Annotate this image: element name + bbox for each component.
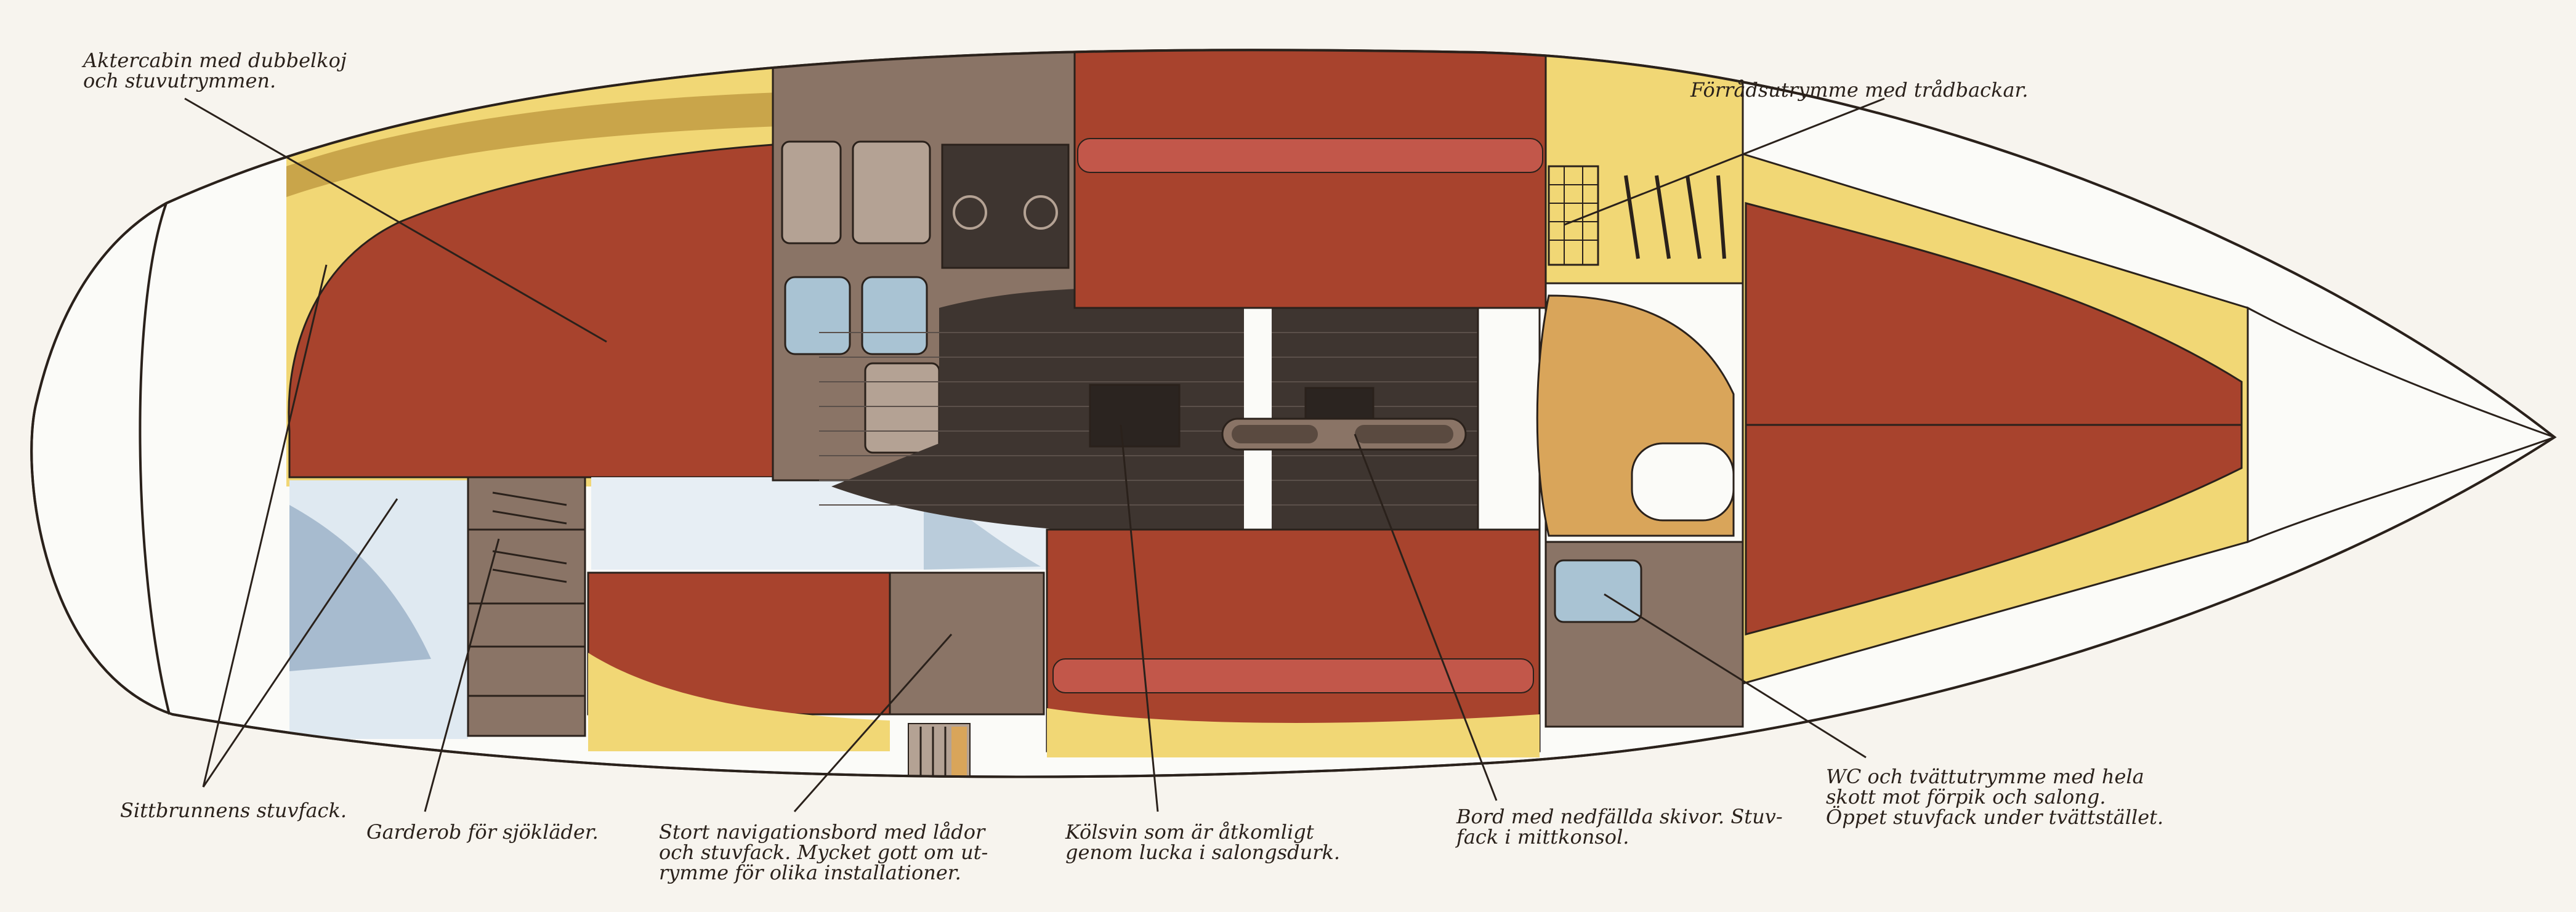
- stern-transom: [139, 203, 171, 715]
- label-aft-cabin: Aktercabin med dubbelkoj och stuvutrymme…: [83, 49, 347, 92]
- sink: [861, 276, 928, 355]
- leader-line: [1120, 424, 1159, 812]
- galley-cabinet: [852, 140, 931, 244]
- label-cockpit-lockers: Sittbrunnens stuvfack.: [120, 799, 347, 822]
- table-leaf: [1232, 425, 1318, 443]
- label-nav-table: Stort navigationsbord med lådor och stuv…: [659, 820, 988, 884]
- wire-basket: [1548, 165, 1599, 266]
- wardrobe: [467, 476, 586, 737]
- cockpit-locker-shade: [289, 505, 431, 671]
- galley-cabinet: [781, 140, 842, 244]
- label-storage: Förrådsutrymme med trådbackar.: [1690, 78, 2029, 102]
- label-table: Bord med nedfällda skivor. Stuv- fack i …: [1456, 805, 1783, 849]
- quarter-berth-yellow: [588, 653, 890, 751]
- saloon-floor: [831, 287, 1540, 538]
- stove-burner: [953, 195, 987, 230]
- leader-line: [1604, 593, 1867, 759]
- leader-line: [424, 538, 500, 812]
- galley-stove: [941, 143, 1070, 269]
- aft-cabin-side-trim: [286, 92, 779, 197]
- label-keel: Kölsvin som är åtkomligt genom lucka i s…: [1065, 820, 1341, 864]
- floor-hatch: [1089, 384, 1181, 448]
- leader-line: [1564, 97, 1885, 226]
- leader-line: [202, 498, 398, 788]
- galley-worktop: [864, 362, 940, 454]
- hull-outline-stroke: [30, 49, 2557, 778]
- nav-seat-cushion: [951, 727, 967, 776]
- stove-burner: [1024, 195, 1058, 230]
- toilet: [1631, 442, 1735, 522]
- saloon-settee-yellow: [1047, 708, 1540, 757]
- forepeak-berth-lower: [1745, 424, 2243, 636]
- bulkhead-white: [1477, 307, 1541, 534]
- leader-line: [1354, 434, 1498, 801]
- saloon-settee-back: [1077, 138, 1543, 173]
- saloon-settee-starboard: [1046, 528, 1541, 753]
- saloon-settee-back: [1052, 658, 1534, 693]
- leader-line: [793, 634, 953, 812]
- leader-line: [202, 264, 328, 788]
- wash-basin: [1554, 559, 1642, 623]
- nav-table: [889, 571, 1045, 716]
- leader-line: [184, 97, 607, 343]
- forepeak-berth-upper: [1745, 202, 2243, 426]
- floor-divider: [1244, 305, 1272, 530]
- saloon-settee-port: [1073, 50, 1547, 309]
- label-wardrobe: Garderob för sjökläder.: [366, 820, 599, 844]
- table-leaf: [1355, 425, 1453, 443]
- sink: [784, 276, 851, 355]
- label-wc: WC och tvättutrymme med hela skott mot f…: [1826, 765, 2164, 829]
